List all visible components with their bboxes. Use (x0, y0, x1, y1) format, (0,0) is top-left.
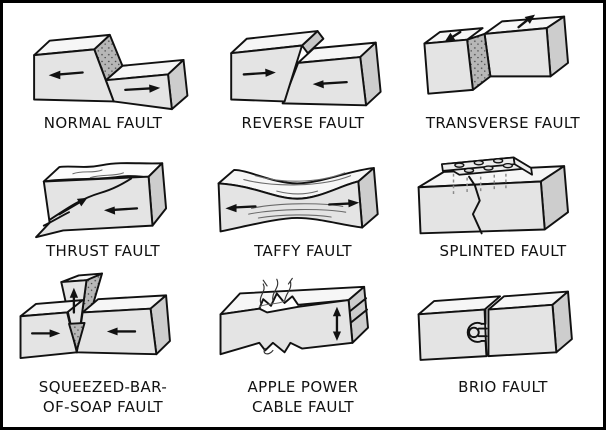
splinted-fault-diagram (417, 156, 569, 235)
panel-label: TRANSVERSE FAULT (426, 113, 580, 133)
panel-squeezed-bar-of-soap-fault: SQUEEZED-BAR- OF-SOAP FAULT (3, 263, 203, 427)
label-line: SPLINTED FAULT (439, 242, 567, 260)
right-block (483, 15, 569, 78)
right-block (104, 59, 189, 111)
panel-taffy-fault: TAFFY FAULT (203, 143, 403, 263)
label-line: BRIO FAULT (458, 378, 548, 396)
label-line: THRUST FAULT (45, 242, 161, 260)
left-arrow-icon (106, 327, 137, 336)
left-block (33, 33, 115, 103)
screw-heads (454, 158, 513, 174)
frayed-front (219, 299, 354, 356)
panel-label: REVERSE FAULT (242, 113, 365, 133)
left-slip-arrow-icon (444, 30, 462, 42)
panel-splinted-fault: SPLINTED FAULT (403, 143, 603, 263)
thrust-fault-diagram (35, 162, 168, 239)
panel-transverse-fault: TRANSVERSE FAULT (403, 3, 603, 143)
panel-normal-fault: NORMAL FAULT (3, 3, 203, 143)
label-line: TAFFY FAULT (254, 242, 352, 260)
up-arrow-icon (69, 287, 79, 314)
torn-top (219, 285, 366, 316)
brio-connector (466, 308, 488, 358)
left-arrow-icon (103, 206, 139, 215)
panel-brio-fault: BRIO FAULT (403, 263, 603, 427)
right-arrow-icon (242, 68, 276, 77)
label-line: REVERSE FAULT (241, 114, 365, 132)
squeezed-bar-of-soap-fault-diagram (19, 272, 171, 359)
label-line: NORMAL FAULT (43, 114, 163, 132)
right-arrow-icon (328, 199, 360, 208)
left-arrow-icon (312, 80, 348, 89)
panel-label: THRUST FAULT (46, 241, 160, 261)
flex-double-arrow-icon (332, 306, 342, 341)
right-slip-arrow-icon (517, 14, 536, 29)
label-line: CABLE FAULT (252, 398, 354, 416)
panel-thrust-fault: THRUST FAULT (3, 143, 203, 263)
right-block (487, 290, 573, 358)
wedge-lower-strip (68, 321, 86, 352)
left-arrow-icon (48, 70, 84, 80)
up-right-arrow-icon (58, 197, 88, 216)
right-arrow-icon (31, 329, 61, 338)
cracked-block (417, 165, 569, 235)
crack-line (471, 184, 483, 235)
left-arrow-icon (225, 204, 257, 213)
panel-label: SPLINTED FAULT (439, 241, 566, 261)
brio-fault-diagram (417, 290, 573, 361)
panel-label: NORMAL FAULT (44, 113, 163, 133)
right-block (281, 41, 382, 107)
label-line: APPLE POWER (247, 378, 359, 396)
label-line: OF-SOAP FAULT (42, 398, 164, 416)
label-line: SQUEEZED-BAR- (38, 378, 168, 396)
transverse-fault-diagram (423, 14, 569, 95)
panel-label: BRIO FAULT (458, 377, 548, 397)
stretched-front (217, 180, 364, 233)
left-block (417, 295, 502, 361)
right-arrow-icon (124, 84, 161, 93)
panel-reverse-fault: REVERSE FAULT (203, 3, 403, 143)
apple-power-cable-fault-diagram (219, 277, 369, 356)
right-block (75, 294, 171, 356)
left-block (19, 299, 84, 359)
panel-label: APPLE POWER CABLE FAULT (248, 377, 359, 417)
panel-label: TAFFY FAULT (254, 241, 352, 261)
panel-grid: NORMAL FAULT (3, 3, 603, 427)
screw-shanks (452, 168, 507, 195)
normal-fault-diagram (33, 33, 189, 111)
taffy-fault-diagram (217, 167, 379, 233)
label-line: TRANSVERSE FAULT (425, 114, 581, 132)
frayed-wires (258, 277, 293, 355)
front-face (35, 175, 154, 239)
reverse-fault-diagram (230, 30, 382, 107)
panel-label: SQUEEZED-BAR- OF-SOAP FAULT (39, 377, 167, 417)
panel-apple-power-cable-fault: APPLE POWER CABLE FAULT (203, 263, 403, 427)
